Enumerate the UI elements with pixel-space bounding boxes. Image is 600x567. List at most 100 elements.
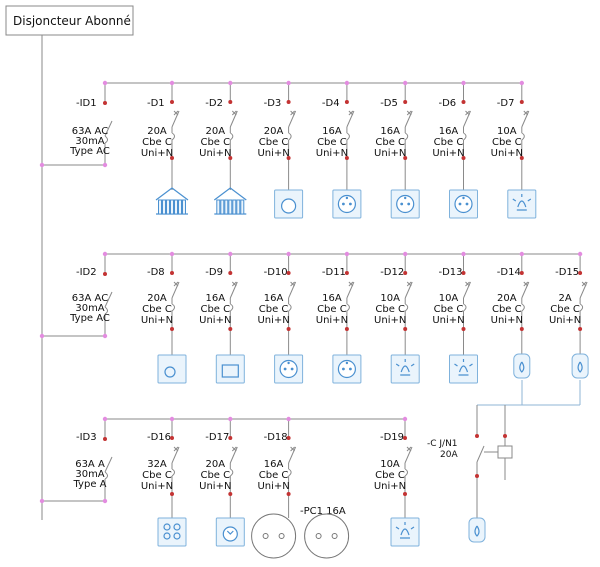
rcd-rating: Type A xyxy=(73,479,107,490)
terminal-point xyxy=(170,436,174,440)
switch-contact xyxy=(521,110,530,128)
terminal-point xyxy=(461,327,466,331)
terminal-point xyxy=(170,492,174,496)
dryer-icon xyxy=(215,517,245,547)
breaker-rating: Uni+N xyxy=(199,315,231,326)
breaker-rating: Cbe C xyxy=(200,470,230,481)
thermal-element xyxy=(346,132,350,141)
breaker-rating: Uni+N xyxy=(549,315,581,326)
socket-icon xyxy=(274,354,304,384)
breaker-id: -D8 xyxy=(147,267,165,278)
breaker-rating: Uni+N xyxy=(141,315,173,326)
breaker-rating: 20A xyxy=(497,293,517,304)
switch-contact xyxy=(229,110,238,128)
junction-node xyxy=(577,251,583,257)
water-heater-icon xyxy=(571,353,589,379)
junction-node xyxy=(228,80,233,86)
terminal-point xyxy=(286,492,291,496)
switch-contact xyxy=(346,110,355,128)
panel-title-box: Disjoncteur Abonné xyxy=(5,5,134,36)
thermal-element xyxy=(229,303,234,312)
terminal-point xyxy=(103,101,107,105)
socket-icon xyxy=(332,354,362,384)
terminal-point xyxy=(461,156,466,160)
switch-contact xyxy=(171,446,180,464)
breaker-rating: 16A xyxy=(264,293,284,304)
switch-contact xyxy=(404,446,413,464)
thermal-element xyxy=(171,468,175,477)
junction-node xyxy=(344,80,350,86)
junction-node xyxy=(519,80,524,86)
light-bulb xyxy=(400,528,410,539)
switch-contact xyxy=(404,110,413,128)
junction-node xyxy=(102,333,108,339)
junction-node xyxy=(402,416,408,422)
rcd-rating: 30mA xyxy=(75,136,104,147)
rcd-rating: 30mA xyxy=(75,303,104,314)
radiator-roof xyxy=(213,187,247,201)
terminal-point xyxy=(475,434,479,438)
switch-contact xyxy=(521,281,530,299)
terminal-point xyxy=(403,156,408,160)
rcd-rating: 63A AC xyxy=(72,293,108,304)
switch-contact xyxy=(463,110,471,128)
junction-node xyxy=(102,80,108,86)
thermal-element xyxy=(288,468,292,477)
terminal-point xyxy=(403,492,407,496)
breaker-rating: 20A xyxy=(206,126,226,137)
water-heater-icon xyxy=(513,353,531,379)
switch-contact xyxy=(171,110,180,128)
breaker-rating: Uni+N xyxy=(374,481,406,492)
breaker-rating: 20A xyxy=(147,293,167,304)
terminal-point xyxy=(344,327,349,331)
rcd-id: -ID2 xyxy=(76,267,97,278)
pc-label: -PC1 16A xyxy=(300,506,346,517)
junction-node xyxy=(461,251,466,257)
terminal-point xyxy=(503,434,507,438)
breaker-rating: Uni+N xyxy=(257,148,289,159)
breaker-rating: Cbe C xyxy=(375,470,405,481)
terminal-point xyxy=(228,271,233,275)
terminal-point xyxy=(519,271,524,275)
switch-contact xyxy=(404,281,413,299)
switch-contact xyxy=(288,281,297,299)
rcd-coil xyxy=(104,306,108,315)
breaker-rating: Cbe C xyxy=(375,137,405,148)
thermal-element xyxy=(171,303,175,312)
breaker-rating: Cbe C xyxy=(434,137,464,148)
contactor-contact xyxy=(476,445,485,463)
breaker-rating: Cbe C xyxy=(142,304,172,315)
breaker-id: -D6 xyxy=(439,98,457,109)
junction-node xyxy=(403,80,408,86)
junction-node xyxy=(169,251,175,257)
junction-node xyxy=(169,80,175,86)
breaker-rating: Cbe C xyxy=(550,304,580,315)
breaker-rating: Cbe C xyxy=(259,137,289,148)
breaker-rating: 32A xyxy=(147,459,167,470)
breaker-rating: 16A xyxy=(322,293,342,304)
breaker-rating: 16A xyxy=(380,126,400,137)
junction-node xyxy=(39,498,45,504)
switch-contact xyxy=(288,446,297,464)
switch-contact xyxy=(229,281,238,299)
breaker-id: -D16 xyxy=(147,432,171,443)
light-rays xyxy=(454,359,473,367)
breaker-rating: Cbe C xyxy=(200,137,230,148)
thermal-element xyxy=(288,132,292,141)
breaker-rating: 2A xyxy=(558,293,571,304)
terminal-point xyxy=(403,271,408,275)
breaker-id: -D9 xyxy=(205,267,223,278)
junction-node xyxy=(228,416,233,422)
switch-contact xyxy=(579,281,588,299)
breaker-rating: Cbe C xyxy=(434,304,464,315)
breaker-rating: Uni+N xyxy=(257,481,289,492)
junction-node xyxy=(102,251,108,257)
rcd-contact xyxy=(104,456,113,473)
terminal-point xyxy=(103,437,107,441)
breaker-id: -D10 xyxy=(264,267,288,278)
thermal-element xyxy=(579,303,584,312)
terminal-point xyxy=(519,156,524,160)
socket-icon xyxy=(449,189,478,219)
terminal-point xyxy=(344,156,349,160)
light-icon xyxy=(390,354,420,384)
